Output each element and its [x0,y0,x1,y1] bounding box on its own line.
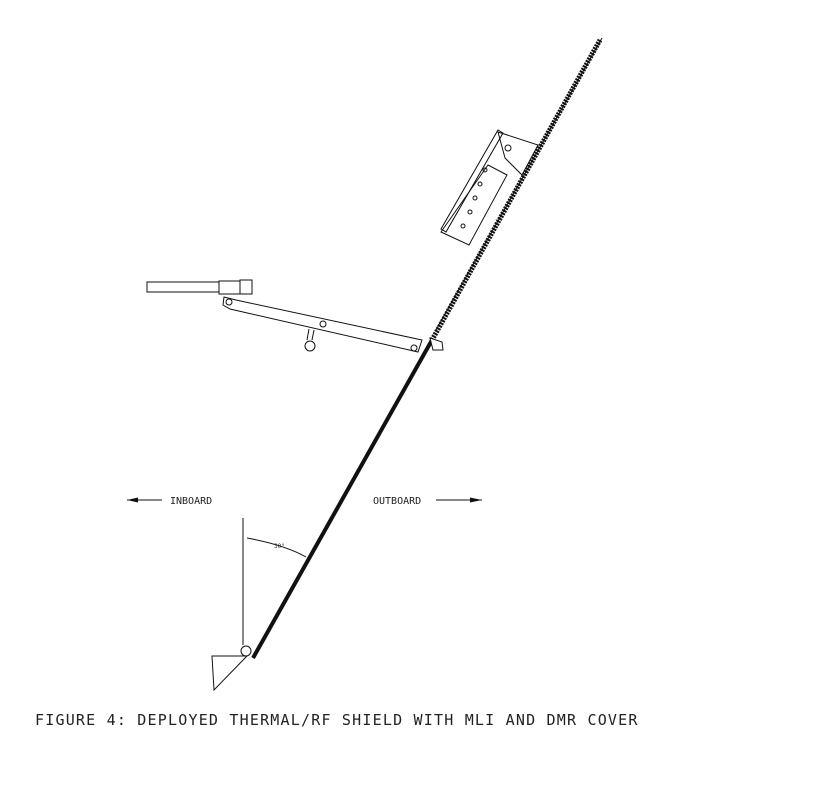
dmr-cover-bracket [440,129,539,246]
outboard-label: OUTBOARD [373,496,421,507]
deployment-arm [146,279,444,353]
inboard-indicator: INBOARD [127,496,212,507]
shield-panel-lower [251,339,434,659]
angle-arc [246,537,307,558]
angle-label: 30° [274,543,285,550]
inboard-label: INBOARD [170,496,212,507]
arrow-right-icon [470,497,482,503]
hinge-base [211,518,307,692]
outboard-indicator: OUTBOARD [373,496,482,507]
figure-caption: FIGURE 4: DEPLOYED THERMAL/RF SHIELD WIT… [35,711,639,729]
thermal-rf-shield [251,37,603,659]
arrow-left-icon [127,497,138,503]
